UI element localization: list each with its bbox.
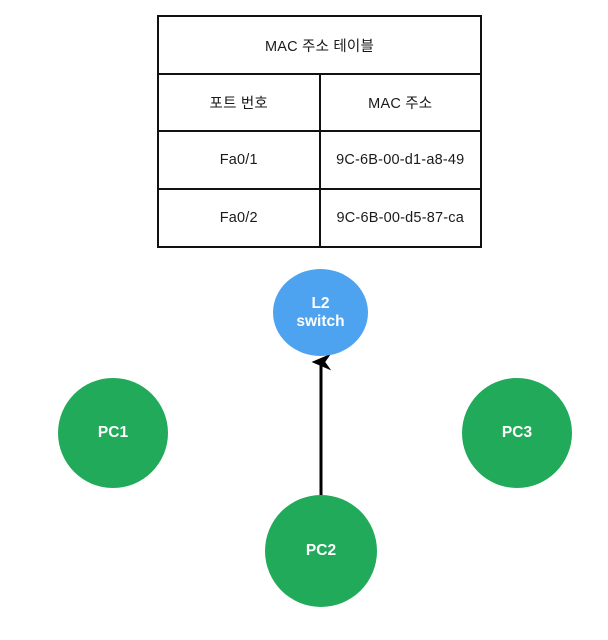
cell-mac-2: 9C-6B-00-d5-87-ca xyxy=(318,188,482,248)
node-pc1-label: PC1 xyxy=(97,424,129,442)
cell-port-2: Fa0/2 xyxy=(157,188,321,248)
node-l2-switch-label-line2: switch xyxy=(296,312,345,330)
node-l2-switch-label: L2 switch xyxy=(296,295,344,330)
cell-mac-1: 9C-6B-00-d1-a8-49 xyxy=(318,130,482,190)
node-pc1[interactable]: PC1 xyxy=(58,378,168,488)
column-header-mac: MAC 주소 xyxy=(318,73,482,132)
column-header-port: 포트 번호 xyxy=(157,73,321,132)
table-title-row: MAC 주소 테이블 xyxy=(157,15,482,75)
table-title: MAC 주소 테이블 xyxy=(157,15,482,75)
table-row: Fa0/1 9C-6B-00-d1-a8-49 xyxy=(157,130,482,190)
node-l2-switch[interactable]: L2 switch xyxy=(273,269,368,356)
link-pc2-to-switch-arrow xyxy=(311,353,332,508)
table-row: Fa0/2 9C-6B-00-d5-87-ca xyxy=(157,188,482,248)
node-pc3-label: PC3 xyxy=(501,424,533,442)
table-header-row: 포트 번호 MAC 주소 xyxy=(157,73,482,132)
mac-address-table: MAC 주소 테이블 포트 번호 MAC 주소 Fa0/1 9C-6B-00-d… xyxy=(157,15,482,248)
node-pc2[interactable]: PC2 xyxy=(265,495,377,607)
node-pc3[interactable]: PC3 xyxy=(462,378,572,488)
node-pc2-label: PC2 xyxy=(305,542,337,560)
cell-port-1: Fa0/1 xyxy=(157,130,321,190)
node-l2-switch-label-line1: L2 xyxy=(311,295,330,313)
